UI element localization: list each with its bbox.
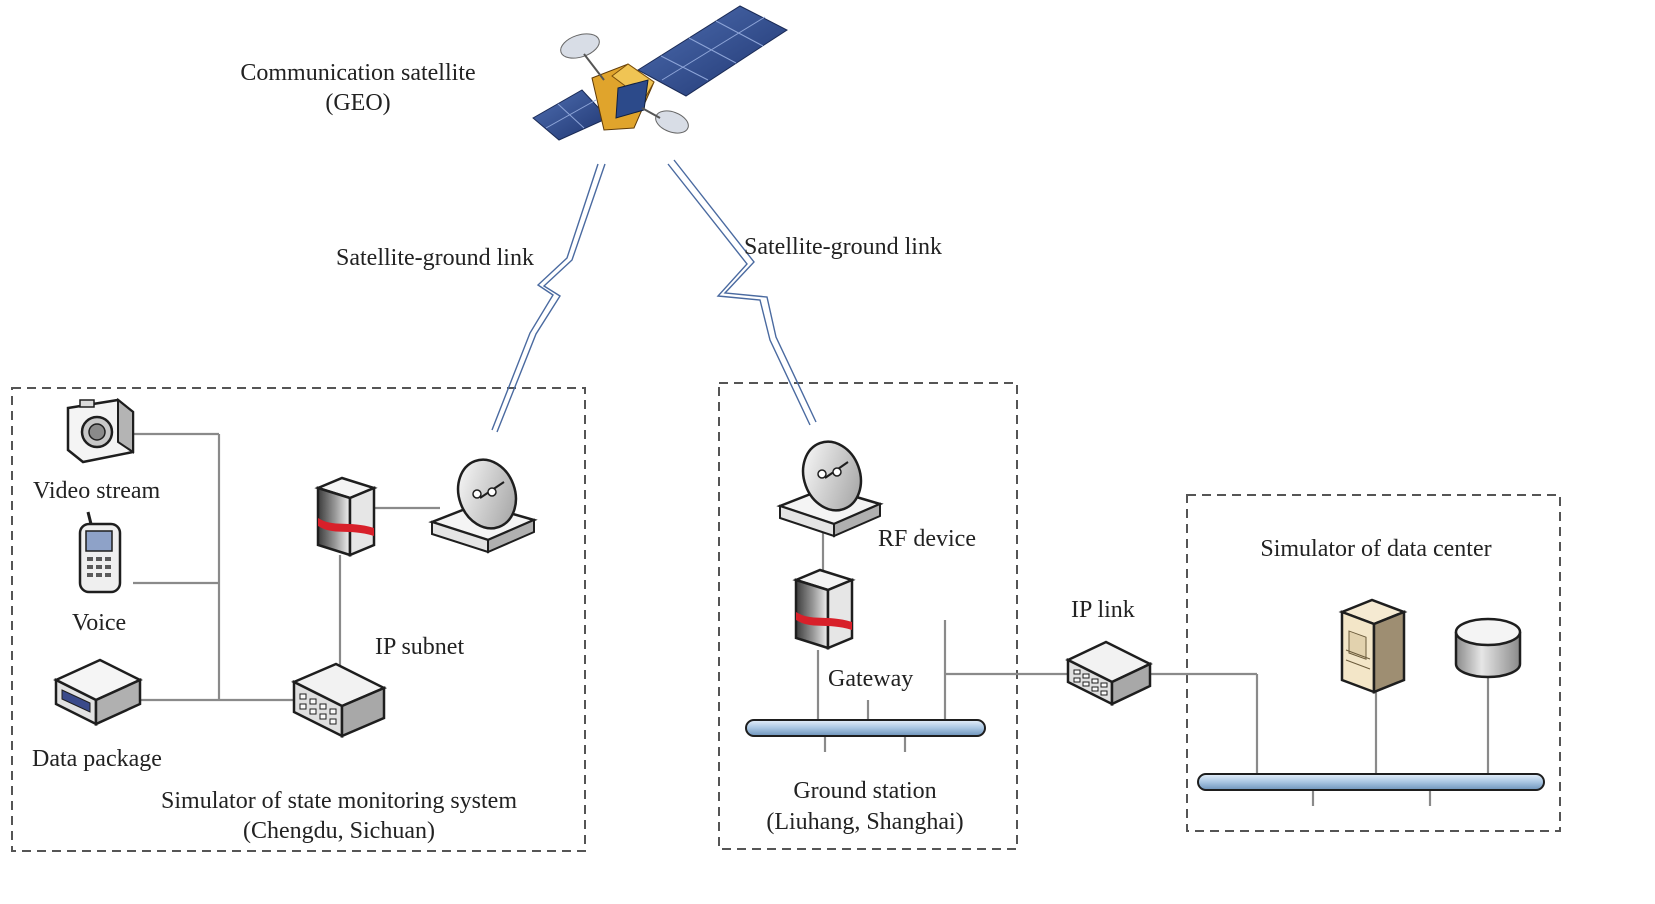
camera-icon <box>66 397 135 464</box>
network-switch-icon <box>291 662 387 739</box>
satellite-orbit-label: (GEO) <box>325 90 390 116</box>
rf-device-label: RF device <box>878 526 976 552</box>
server-icon <box>1338 598 1408 694</box>
left-link-label: Satellite-ground link <box>336 245 534 271</box>
data-center-bus-icon <box>1197 773 1545 791</box>
satellite-label: Communication satellite <box>240 60 475 86</box>
ground-station-bus-icon <box>745 719 986 737</box>
network-switch-icon <box>1065 640 1153 707</box>
voice-label: Voice <box>72 610 126 636</box>
monitoring-title: Simulator of state monitoring system <box>161 788 517 814</box>
router-icon <box>792 568 856 650</box>
phone-icon <box>78 511 122 594</box>
ground-station-location: (Liuhang, Shanghai) <box>766 809 963 835</box>
ip-link-label: IP link <box>1071 597 1135 623</box>
data-package-label: Data package <box>32 746 162 772</box>
satellite-dish-icon <box>776 440 884 538</box>
gateway-label: Gateway <box>828 666 913 692</box>
ground-station-title: Ground station <box>793 778 936 804</box>
video-stream-label: Video stream <box>33 478 161 504</box>
satellite-icon <box>532 5 788 141</box>
satellite-dish-icon <box>428 458 538 554</box>
right-link-label: Satellite-ground link <box>744 234 942 260</box>
ip-subnet-label: IP subnet <box>375 634 464 660</box>
ground-station-box <box>718 382 1018 850</box>
database-icon <box>1454 617 1522 679</box>
left-satellite-link <box>496 163 606 433</box>
monitoring-system-box <box>11 387 586 852</box>
data-center-title: Simulator of data center <box>1260 536 1491 562</box>
right-satellite-link <box>667 163 811 426</box>
router-icon <box>314 476 378 557</box>
monitoring-location: (Chengdu, Sichuan) <box>243 818 435 844</box>
data-device-icon <box>53 658 143 727</box>
data-center-box <box>1186 494 1561 832</box>
